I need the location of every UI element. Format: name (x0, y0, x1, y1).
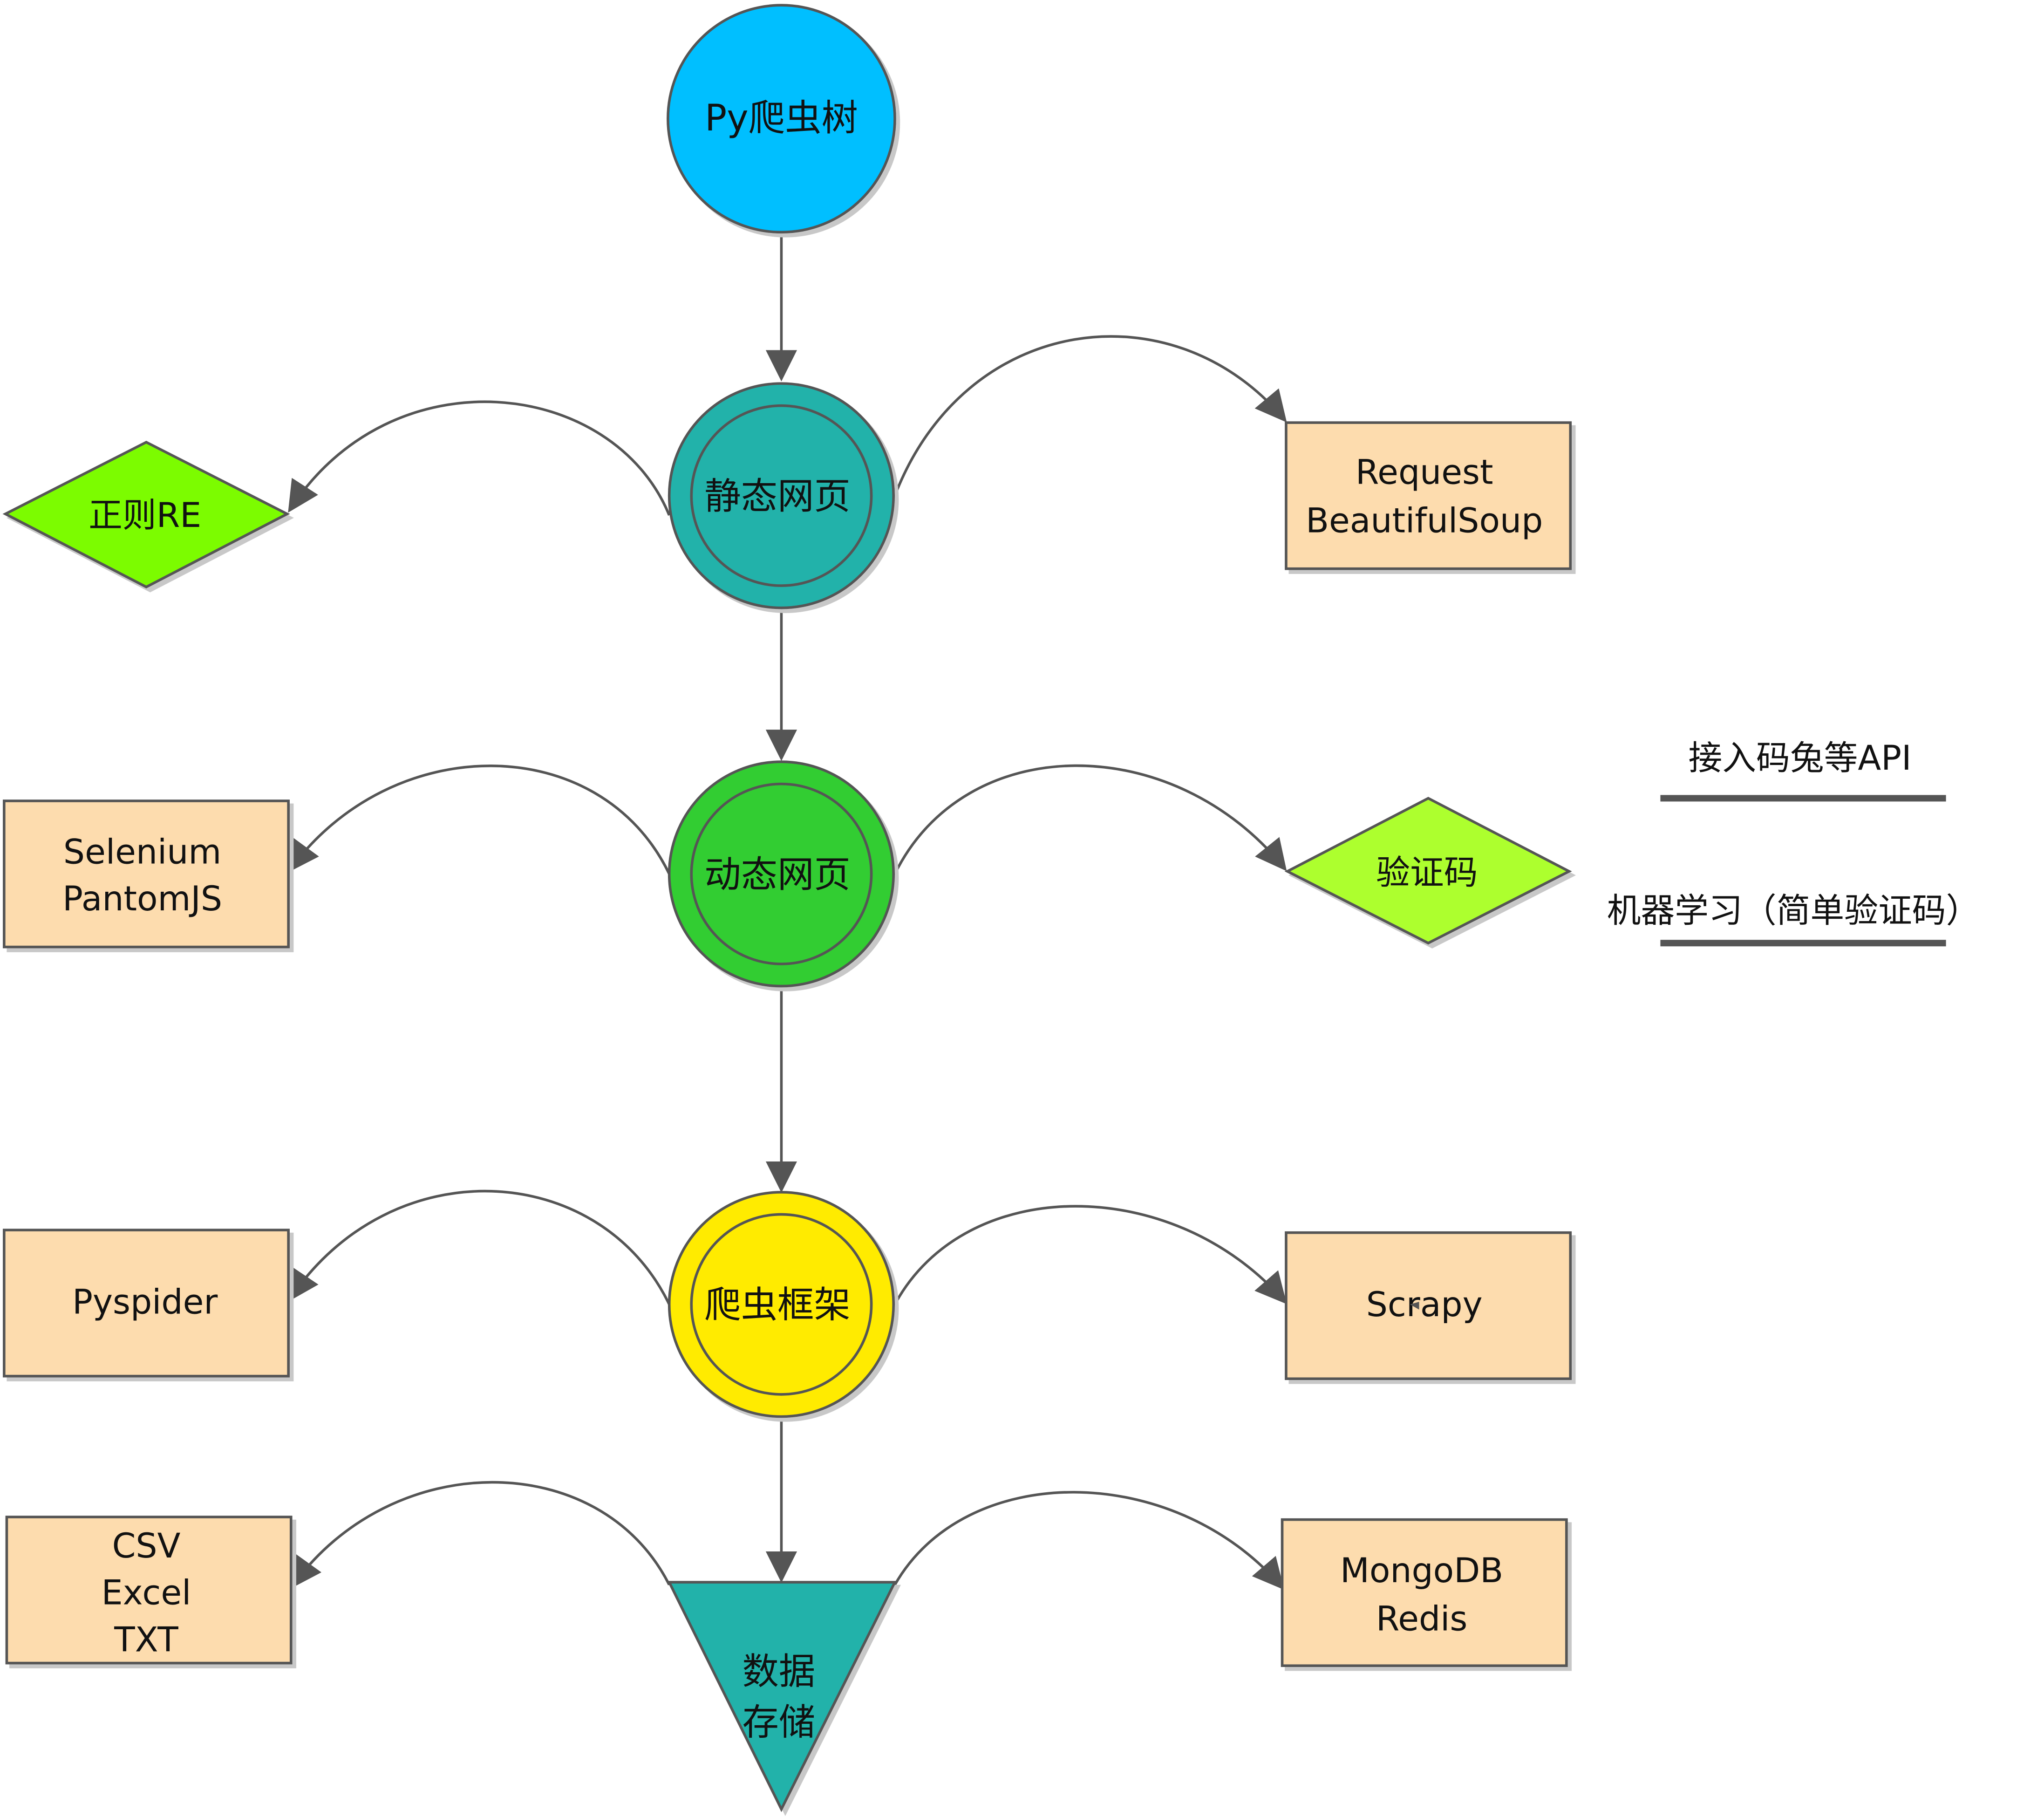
node-selenium: Selenium PantomJS (3, 799, 290, 949)
node-pyspider-label: Pyspider (72, 1282, 218, 1322)
edge-static-requests (893, 335, 1287, 496)
node-databases-line1: MongoDB (1340, 1551, 1503, 1591)
node-static-web-label: 静态网页 (704, 475, 851, 518)
branch-connectors (287, 335, 1287, 1590)
node-scrapy-label: Scrapy (1366, 1285, 1483, 1325)
node-crawler-framework: 爬虫框架 (668, 1191, 895, 1418)
node-crawler-framework-label: 爬虫框架 (704, 1284, 851, 1326)
node-data-storage: 数据 存储 (667, 1581, 897, 1812)
node-dynamic-web-label: 动态网页 (704, 854, 851, 896)
edge-framework-scrapy (893, 1205, 1287, 1305)
edge-static-re (288, 400, 671, 516)
edge-dynamic-selenium (287, 765, 671, 875)
node-data-storage-label-line2: 存储 (742, 1701, 815, 1744)
node-databases: MongoDB Redis (1281, 1518, 1568, 1667)
node-data-storage-label-line1: 数据 (742, 1650, 815, 1693)
node-databases-line2: Redis (1376, 1599, 1467, 1639)
node-selenium-line1: Selenium (63, 832, 221, 872)
node-file-formats-line3: TXT (114, 1620, 178, 1660)
node-scrapy: Scrapy (1285, 1231, 1572, 1380)
scrapy-inner-arrow-icon (1410, 1302, 1419, 1310)
edge-storage-db (893, 1491, 1284, 1590)
node-root-label: Py爬虫树 (705, 97, 858, 139)
node-file-formats-line1: CSV (112, 1526, 181, 1566)
node-regex-label: 正则RE (89, 496, 201, 535)
node-requests-bs-line2: BeautifulSoup (1306, 501, 1543, 540)
node-requests-bs-line1: Request (1356, 453, 1493, 492)
node-pyspider: Pyspider (3, 1229, 290, 1378)
edge-storage-files (290, 1481, 671, 1589)
edge-dynamic-captcha (893, 764, 1287, 875)
node-captcha-label: 验证码 (1376, 853, 1478, 893)
node-file-formats-line2: Excel (102, 1573, 191, 1613)
node-selenium-line2: PantomJS (62, 879, 222, 919)
node-dynamic-web: 动态网页 (668, 760, 895, 988)
node-requests-bs: Request BeautifulSoup (1285, 421, 1572, 570)
edge-framework-pyspider (288, 1189, 671, 1305)
captcha-annotations: 接入码兔等API 机器学习（简单验证码） (1607, 738, 1980, 947)
node-root: Py爬虫树 (667, 4, 896, 234)
node-file-formats: CSV Excel TXT (5, 1516, 293, 1665)
annotation-api: 接入码兔等API (1688, 738, 1911, 778)
node-captcha: 验证码 (1284, 797, 1572, 945)
node-static-web: 静态网页 (668, 382, 895, 609)
node-regex: 正则RE (2, 440, 290, 589)
annotation-ml: 机器学习（简单验证码） (1607, 891, 1980, 930)
